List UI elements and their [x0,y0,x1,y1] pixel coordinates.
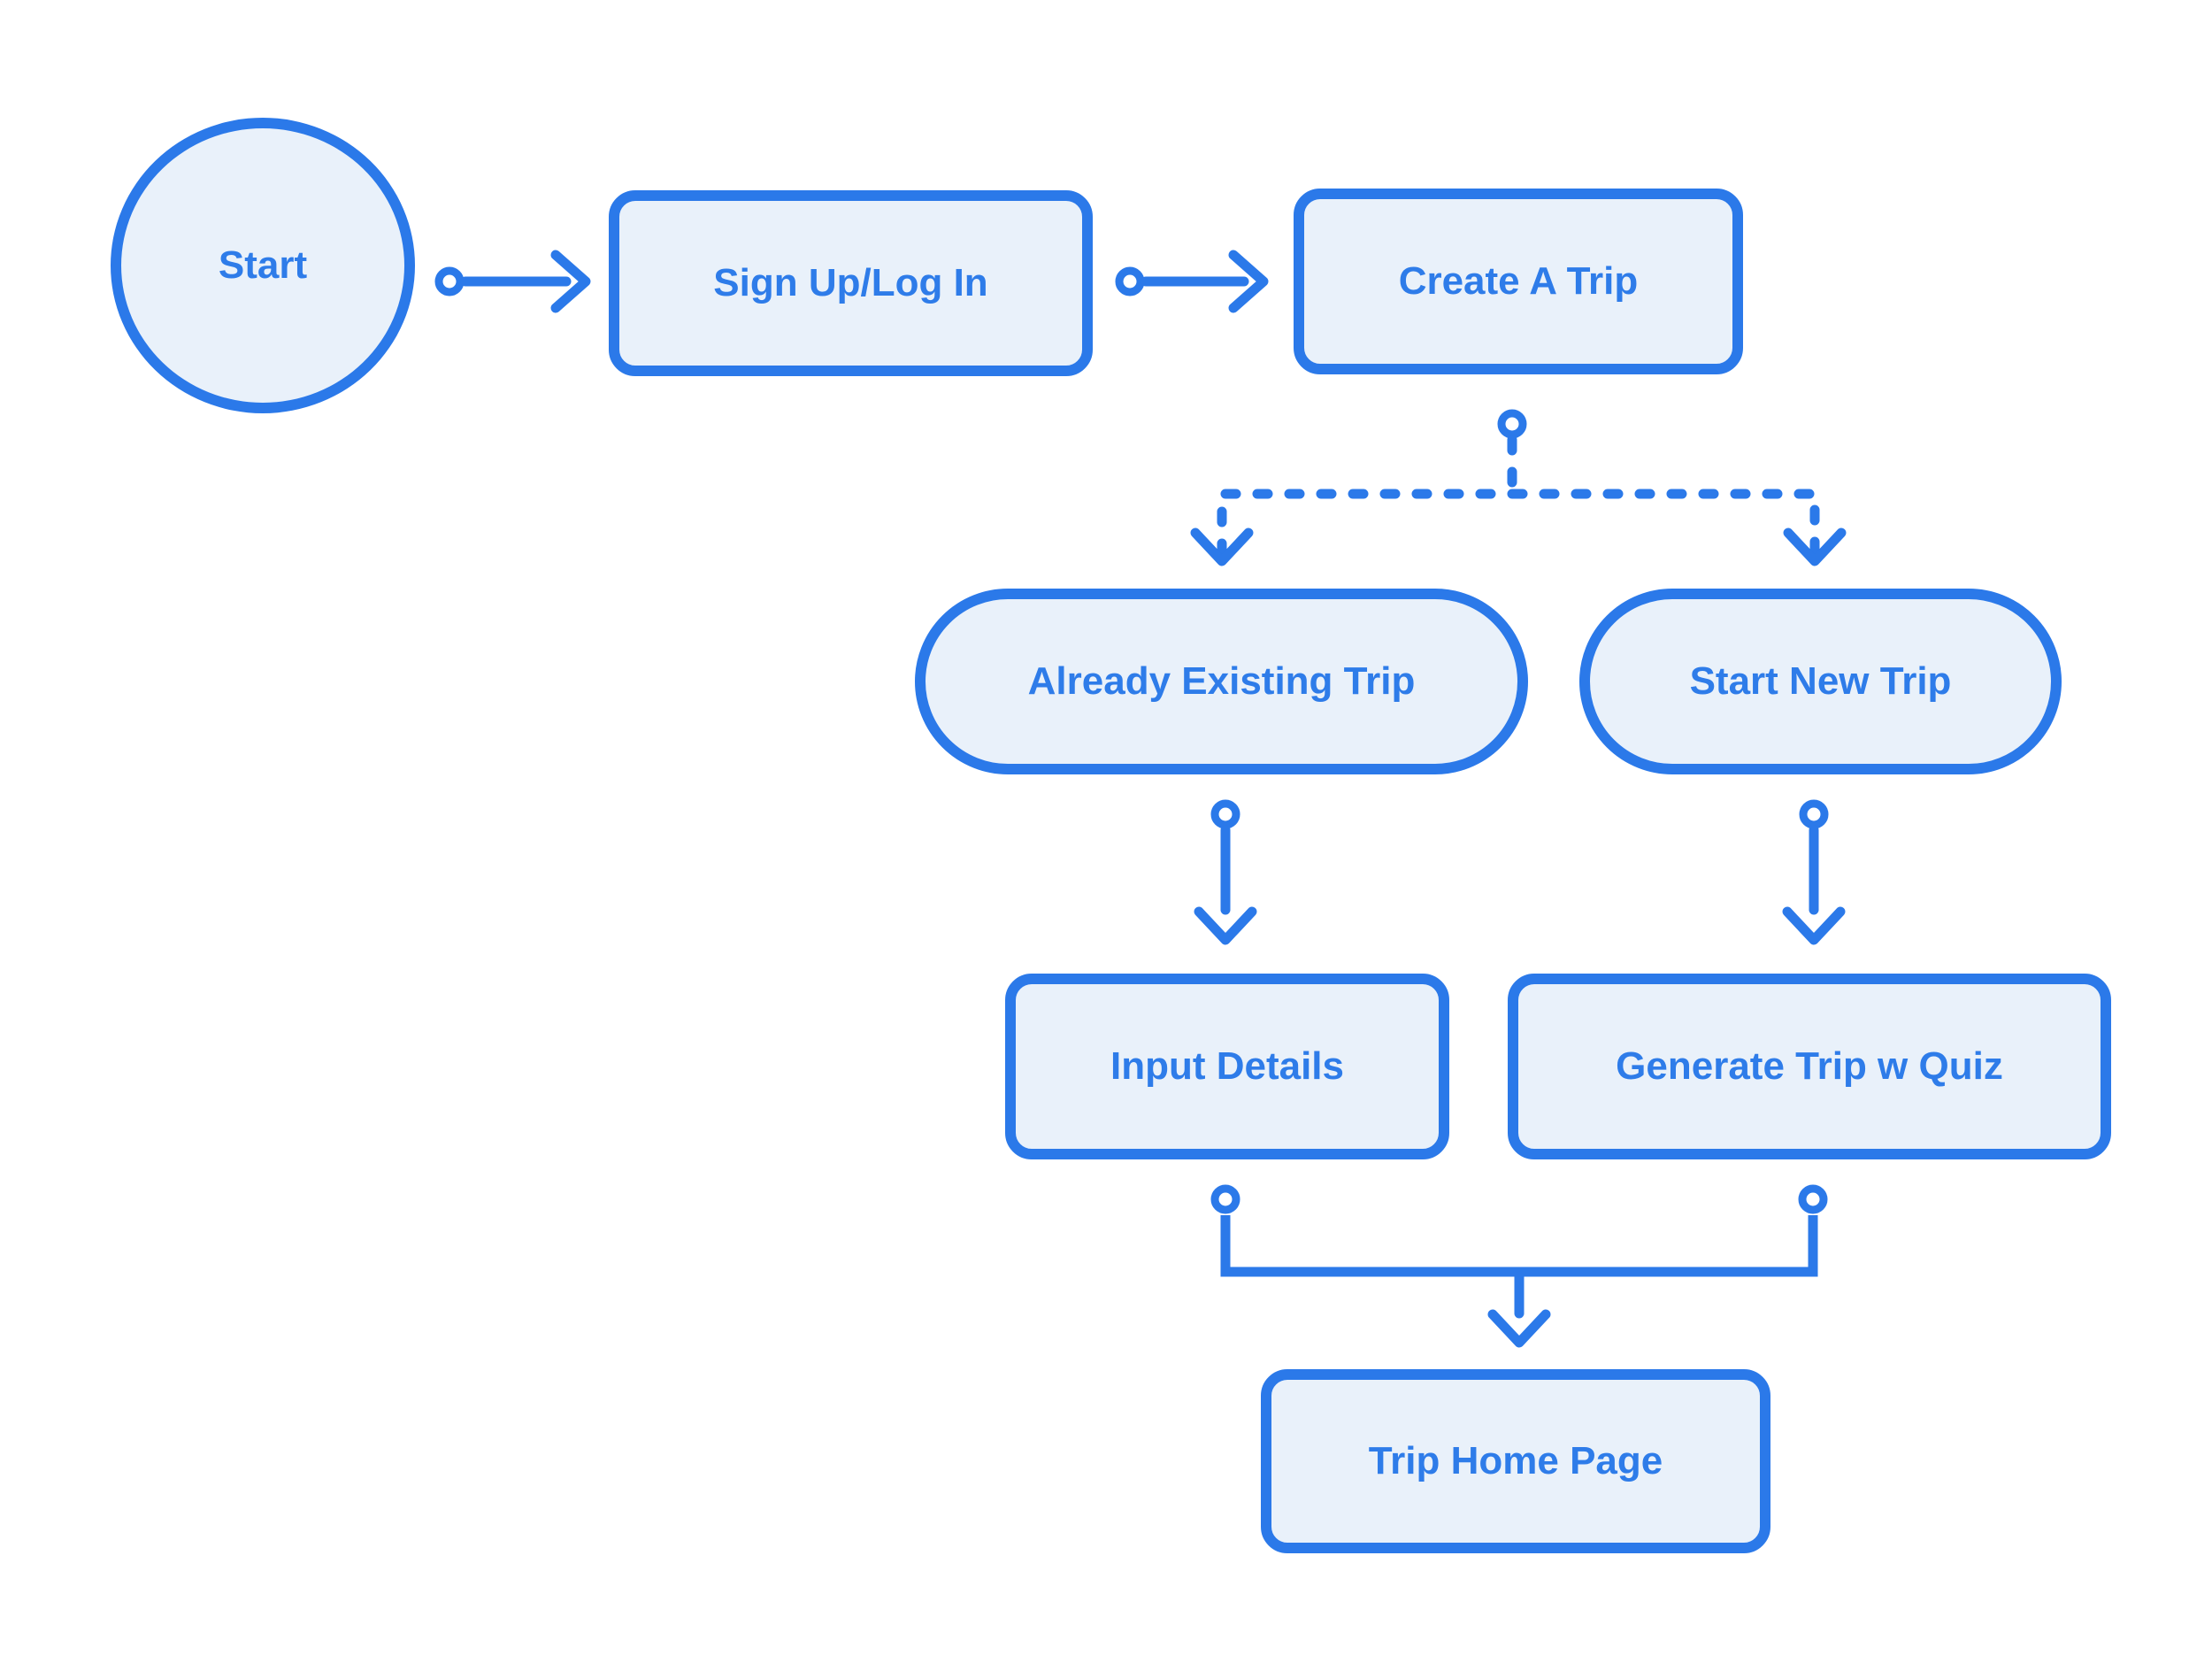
arrowhead-chevron [1783,527,1847,566]
node-signup-login: Sign Up/Log In [609,190,1093,376]
arrowhead-chevron [1190,527,1254,566]
arrowhead-chevron [550,250,591,313]
node-generate-trip-quiz: Generate Trip w Quiz [1508,974,2111,1159]
node-already-existing-trip: Already Existing Trip [915,589,1528,774]
arrowhead-chevron [1487,1309,1551,1348]
node-label: Input Details [1110,1043,1345,1088]
arrowhead-chevron [1782,906,1846,945]
edge-create-to-options-dashed [1190,409,1847,566]
merge-bracket-line [1220,1215,1818,1277]
arrowhead-chevron [1194,906,1257,945]
node-start: Start [111,118,415,413]
node-label: Start New Trip [1689,658,1952,703]
edge-existing-to-input [1194,799,1257,945]
node-label: Generate Trip w Quiz [1616,1043,2003,1088]
node-label: Create A Trip [1398,258,1639,303]
node-label: Trip Home Page [1368,1438,1663,1482]
node-input-details: Input Details [1005,974,1449,1159]
connector-origin-dot [1799,799,1829,829]
arrowhead-chevron [1228,250,1269,313]
connector-origin-dot [1210,1184,1240,1214]
edge-merge-to-home [1210,1184,1828,1348]
connector-origin-dot [1798,1184,1828,1214]
connector-origin-dot [1497,409,1527,439]
edge-start-to-signup [434,250,591,313]
node-start-new-trip: Start New Trip [1579,589,2062,774]
edge-new-to-generate [1782,799,1846,945]
node-label: Already Existing Trip [1027,658,1416,703]
node-create-trip: Create A Trip [1294,189,1743,374]
dashed-branch-line [1217,489,1820,559]
connector-origin-dot [1115,266,1145,296]
node-label: Start [218,243,308,287]
connector-origin-dot [1210,799,1240,829]
node-label: Sign Up/Log In [713,260,988,304]
edge-signup-to-create [1115,250,1269,313]
connector-origin-dot [434,266,465,296]
node-trip-home-page: Trip Home Page [1261,1369,1770,1553]
